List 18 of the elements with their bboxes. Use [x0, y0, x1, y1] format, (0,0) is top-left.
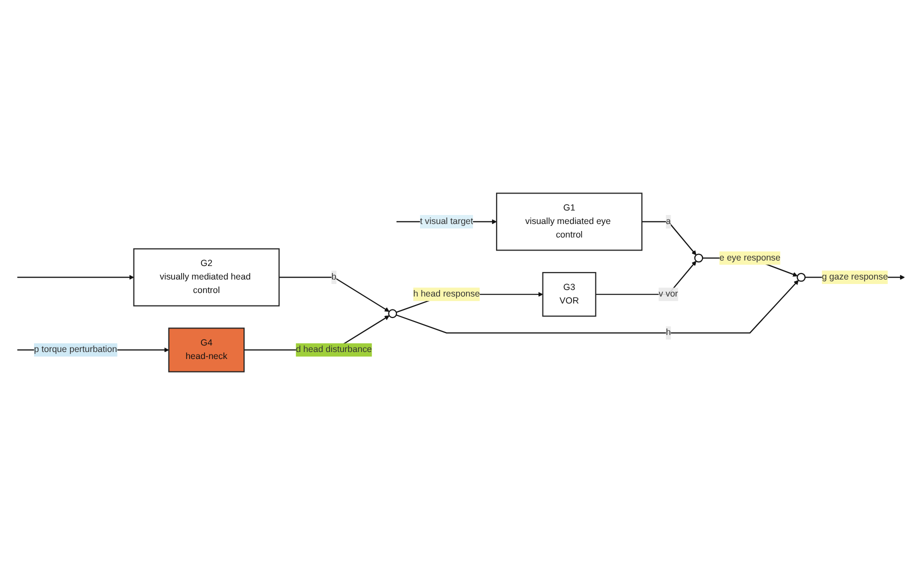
edge-label: e eye response: [719, 253, 780, 263]
edge-label: p torque perturbation: [34, 344, 118, 354]
arrow: [642, 221, 696, 256]
arrow: [279, 276, 390, 312]
edge-label: a: [666, 216, 671, 226]
edge-label: h head response: [413, 289, 480, 299]
arrow: [17, 274, 134, 280]
arrow: [596, 260, 696, 295]
edge-label: h: [666, 328, 671, 338]
node-box: G4 head-neck: [168, 328, 245, 372]
node-box: G1 visually mediated eye control: [496, 192, 642, 251]
node-box: G2 visually mediated head control: [133, 248, 280, 306]
edge-label: g gaze response: [822, 272, 888, 282]
edge-label: d head disturbance: [296, 344, 372, 354]
edge-label: b: [331, 272, 336, 282]
edge-label: v vor: [658, 289, 678, 299]
node-box: G3 VOR: [542, 272, 596, 317]
edge-label: t visual target: [420, 216, 474, 226]
